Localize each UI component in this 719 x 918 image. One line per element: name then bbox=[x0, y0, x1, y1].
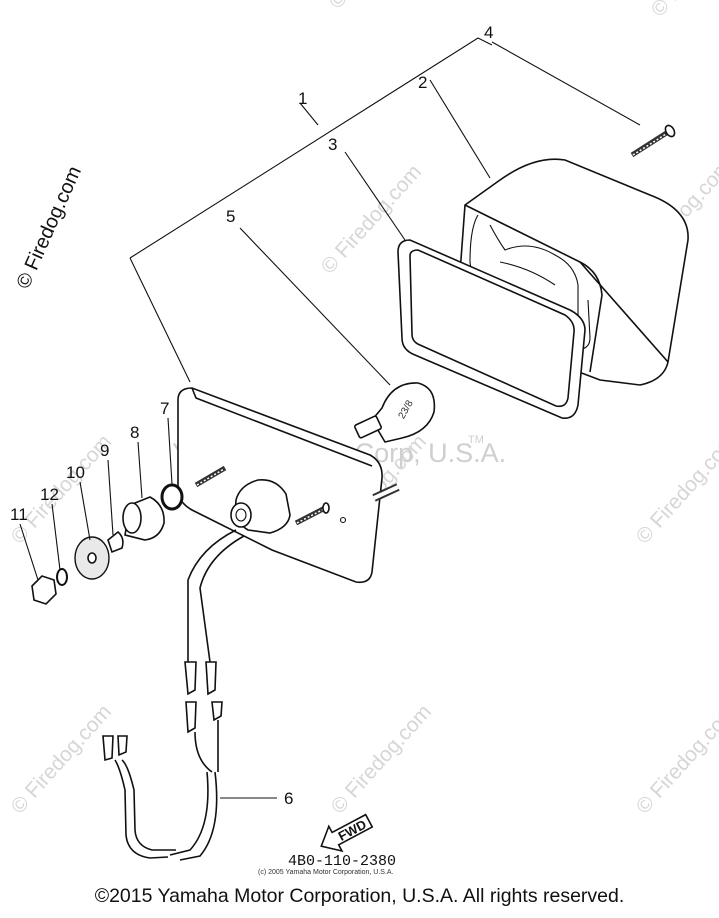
callout-11: 11 bbox=[10, 505, 28, 524]
screw bbox=[630, 124, 676, 158]
watermark-brand: © Firedog.com bbox=[327, 700, 436, 818]
washer bbox=[160, 483, 184, 511]
part-number: 4B0-110-2380 bbox=[288, 853, 396, 870]
watermark-brand: © Firedog.com bbox=[7, 700, 116, 818]
collar bbox=[107, 530, 124, 554]
callout-6: 6 bbox=[284, 789, 293, 808]
nut bbox=[31, 575, 57, 605]
wire-harness bbox=[102, 529, 245, 861]
callout-8: 8 bbox=[130, 423, 139, 442]
callout-4: 4 bbox=[484, 23, 493, 42]
spring-washer bbox=[56, 568, 68, 586]
small-copyright: (c) 2005 Yamaha Motor Corporation, U.S.A… bbox=[258, 869, 394, 876]
watermark-brand-main: © Firedog.com bbox=[12, 163, 86, 292]
watermark-brand: © Firedog.com bbox=[632, 700, 719, 818]
callout-3: 3 bbox=[328, 135, 337, 154]
bulb: 23/8 bbox=[354, 382, 436, 443]
watermark-brand: © Firedog.com bbox=[647, 0, 719, 21]
callout-7: 7 bbox=[160, 399, 169, 418]
small-leaders bbox=[19, 417, 173, 581]
callouts: 1 2 3 4 5 6 7 8 9 10 11 12 bbox=[10, 23, 493, 808]
callout-5: 5 bbox=[226, 207, 235, 226]
base-plate bbox=[177, 387, 400, 584]
leader-lines bbox=[129, 37, 641, 799]
gasket bbox=[397, 239, 586, 420]
watermark-trademark: TM bbox=[468, 434, 484, 446]
watermark-layer: © Firedog.com © Firedog.com © Firedog.co… bbox=[7, 0, 719, 818]
callout-2: 2 bbox=[418, 73, 427, 92]
callout-9: 9 bbox=[100, 441, 109, 460]
footer-copyright: ©2015 Yamaha Motor Corporation, U.S.A. A… bbox=[94, 885, 625, 907]
callout-1: 1 bbox=[298, 89, 307, 108]
watermark-brand: © Firedog.com bbox=[325, 0, 434, 13]
fwd-label: FWD bbox=[336, 817, 369, 844]
watermark-brand: © Firedog.com bbox=[632, 430, 719, 548]
callout-10: 10 bbox=[66, 463, 85, 482]
hardware-stack bbox=[31, 483, 184, 605]
callout-12: 12 bbox=[40, 485, 59, 504]
